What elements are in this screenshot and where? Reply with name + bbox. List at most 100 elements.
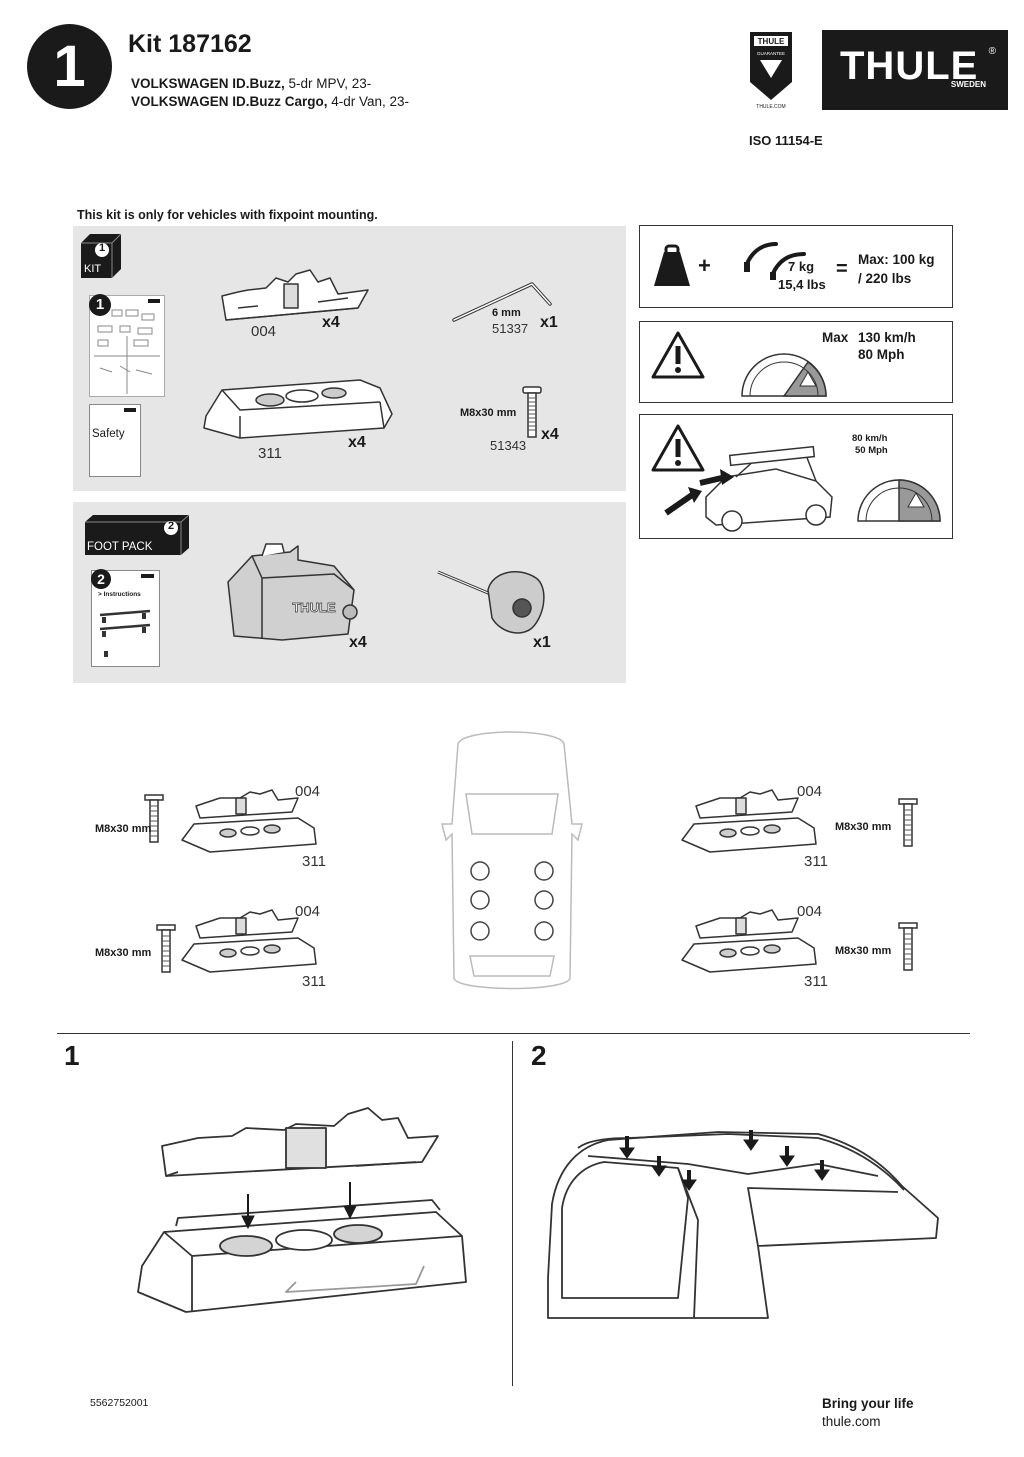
hex-key-qty: x1 bbox=[540, 314, 558, 331]
kit-badge-number: 1 bbox=[98, 242, 106, 254]
loaded-speed-warning-box: 80 km/h 50 Mph bbox=[639, 414, 953, 539]
foot-badge-number: 2 bbox=[167, 520, 175, 532]
steps-column-divider bbox=[512, 1041, 513, 1386]
logo-word: THULE bbox=[840, 44, 979, 88]
foot-qty: x4 bbox=[349, 634, 367, 651]
roof-bars-icon bbox=[744, 242, 806, 280]
foot-logo-mark bbox=[141, 574, 154, 578]
assembly-front-left: M8x30 mm 004 311 bbox=[92, 780, 342, 870]
base-code: 311 bbox=[804, 973, 828, 990]
screw-label: M8x30 mm bbox=[835, 945, 892, 957]
website-link[interactable]: thule.com bbox=[822, 1414, 881, 1429]
instruction-sheet-thumb: 1 bbox=[89, 294, 165, 397]
kit-badge-label: KIT bbox=[84, 263, 102, 275]
vehicle-line-2: VOLKSWAGEN ID.Buzz Cargo, 4-dr Van, 23- bbox=[131, 94, 409, 109]
max-speed-kmh: 130 km/h bbox=[858, 330, 916, 345]
step-1-number: 1 bbox=[64, 1040, 80, 1071]
loaded-speed-mph: 50 Mph bbox=[855, 445, 888, 456]
vehicle-top-view bbox=[441, 731, 583, 990]
step-1-assembly-illustration bbox=[137, 1107, 467, 1313]
hex-key-code: 51337 bbox=[492, 321, 529, 336]
equals-sign: = bbox=[836, 258, 848, 280]
max-speed-prefix: Max bbox=[822, 330, 849, 345]
speedometer-icon bbox=[857, 479, 941, 522]
kit-box-badge: 1 KIT bbox=[80, 233, 122, 279]
foot-pack-badge: 2 FOOT PACK bbox=[84, 514, 190, 556]
logo-registered: ® bbox=[988, 46, 996, 57]
base-code: 311 bbox=[302, 853, 326, 870]
part-code: 004 bbox=[797, 783, 823, 800]
vehicle-detail: 5-dr MPV, 23- bbox=[284, 76, 372, 91]
bar-weight-lbs: 15,4 lbs bbox=[778, 277, 826, 292]
screw-label: M8x30 mm bbox=[95, 823, 152, 835]
tagline: Bring your life bbox=[822, 1396, 914, 1411]
foot-instruction-number: 2 bbox=[91, 569, 111, 589]
thule-logo: THULE ® SWEDEN bbox=[822, 30, 1008, 110]
part-004-bracket bbox=[221, 269, 369, 321]
foot-instruction-sheet: 2 > Instructions bbox=[91, 569, 160, 667]
part-311-base bbox=[203, 379, 393, 439]
safety-label: Safety bbox=[92, 428, 125, 440]
foot-unit: THULE bbox=[227, 543, 358, 641]
iso-standard: ISO 11154-E bbox=[749, 133, 823, 148]
foot-brand: THULE bbox=[292, 600, 336, 615]
max-load-lbs: / 220 lbs bbox=[858, 271, 912, 286]
part-004-qty: x4 bbox=[322, 314, 340, 331]
hex-key-tool bbox=[452, 282, 552, 322]
speed-warning-box: Max 130 km/h 80 Mph bbox=[639, 321, 953, 403]
bolt-size: M8x30 mm bbox=[460, 407, 517, 419]
part-code: 004 bbox=[295, 903, 321, 920]
bolt-m8x30 bbox=[522, 386, 542, 438]
warning-triangle-icon bbox=[651, 331, 705, 379]
svg-text:GUARANTEE: GUARANTEE bbox=[757, 51, 785, 56]
screw-label: M8x30 mm bbox=[835, 821, 892, 833]
part-code: 004 bbox=[797, 903, 823, 920]
assembly-rear-right: M8x30 mm 004 311 bbox=[676, 900, 936, 990]
safety-sheet: Safety bbox=[89, 404, 141, 477]
svg-text:THULE.COM: THULE.COM bbox=[756, 104, 785, 110]
foot-instruction-label: > Instructions bbox=[98, 591, 141, 598]
fixpoint-note: This kit is only for vehicles with fixpo… bbox=[77, 208, 378, 222]
svg-text:THULE: THULE bbox=[758, 37, 785, 46]
weight-icon bbox=[654, 244, 690, 286]
base-code: 311 bbox=[302, 973, 326, 990]
screw-label: M8x30 mm bbox=[95, 947, 152, 959]
part-311-code: 311 bbox=[258, 445, 282, 462]
part-311-qty: x4 bbox=[348, 434, 366, 451]
vehicle-model: VOLKSWAGEN ID.Buzz Cargo, bbox=[131, 94, 328, 109]
step-2-roof-illustration bbox=[547, 1130, 939, 1319]
plus-sign: + bbox=[698, 253, 711, 278]
max-load-kg: Max: 100 kg bbox=[858, 252, 935, 267]
hex-key-size: 6 mm bbox=[492, 307, 521, 319]
base-code: 311 bbox=[804, 853, 828, 870]
load-warning-box: + 7 kg 15,4 lbs = Max: 100 kg / 220 lbs bbox=[639, 225, 953, 308]
vehicle-detail: 4-dr Van, 23- bbox=[327, 94, 410, 109]
loaded-speed-kmh: 80 km/h bbox=[852, 433, 888, 444]
bar-weight-kg: 7 kg bbox=[788, 259, 815, 274]
vehicle-line-1: VOLKSWAGEN ID.Buzz, 5-dr MPV, 23- bbox=[131, 76, 371, 91]
instruction-number: 1 bbox=[89, 294, 111, 316]
lock-key-qty: x1 bbox=[533, 634, 551, 651]
assembly-rear-left: M8x30 mm 004 311 bbox=[92, 900, 342, 990]
kit-title: Kit 187162 bbox=[128, 30, 252, 58]
bolt-qty: x4 bbox=[541, 426, 559, 443]
max-speed-mph: 80 Mph bbox=[858, 347, 905, 362]
steps-divider bbox=[57, 1033, 970, 1034]
document-code: 5562752001 bbox=[90, 1397, 149, 1409]
logo-sweden: SWEDEN bbox=[950, 80, 986, 89]
warning-triangle-icon bbox=[651, 424, 705, 472]
foot-badge-label: FOOT PACK bbox=[87, 541, 153, 553]
guarantee-seal: THULE GUARANTEE THULE.COM bbox=[748, 30, 794, 110]
step-2-number: 2 bbox=[531, 1040, 547, 1071]
speedometer-icon bbox=[741, 353, 827, 397]
part-004-code: 004 bbox=[251, 323, 277, 340]
part-code: 004 bbox=[295, 783, 321, 800]
kit-panel bbox=[73, 226, 626, 491]
bolt-code: 51343 bbox=[490, 438, 527, 453]
assembly-front-right: M8x30 mm 004 311 bbox=[676, 780, 936, 870]
car-with-load-icon bbox=[664, 445, 833, 532]
safety-logo-mark bbox=[124, 408, 136, 412]
step-number-badge: 1 bbox=[27, 24, 112, 109]
vehicle-model: VOLKSWAGEN ID.Buzz, bbox=[131, 76, 285, 91]
lock-key-tool bbox=[437, 570, 545, 634]
